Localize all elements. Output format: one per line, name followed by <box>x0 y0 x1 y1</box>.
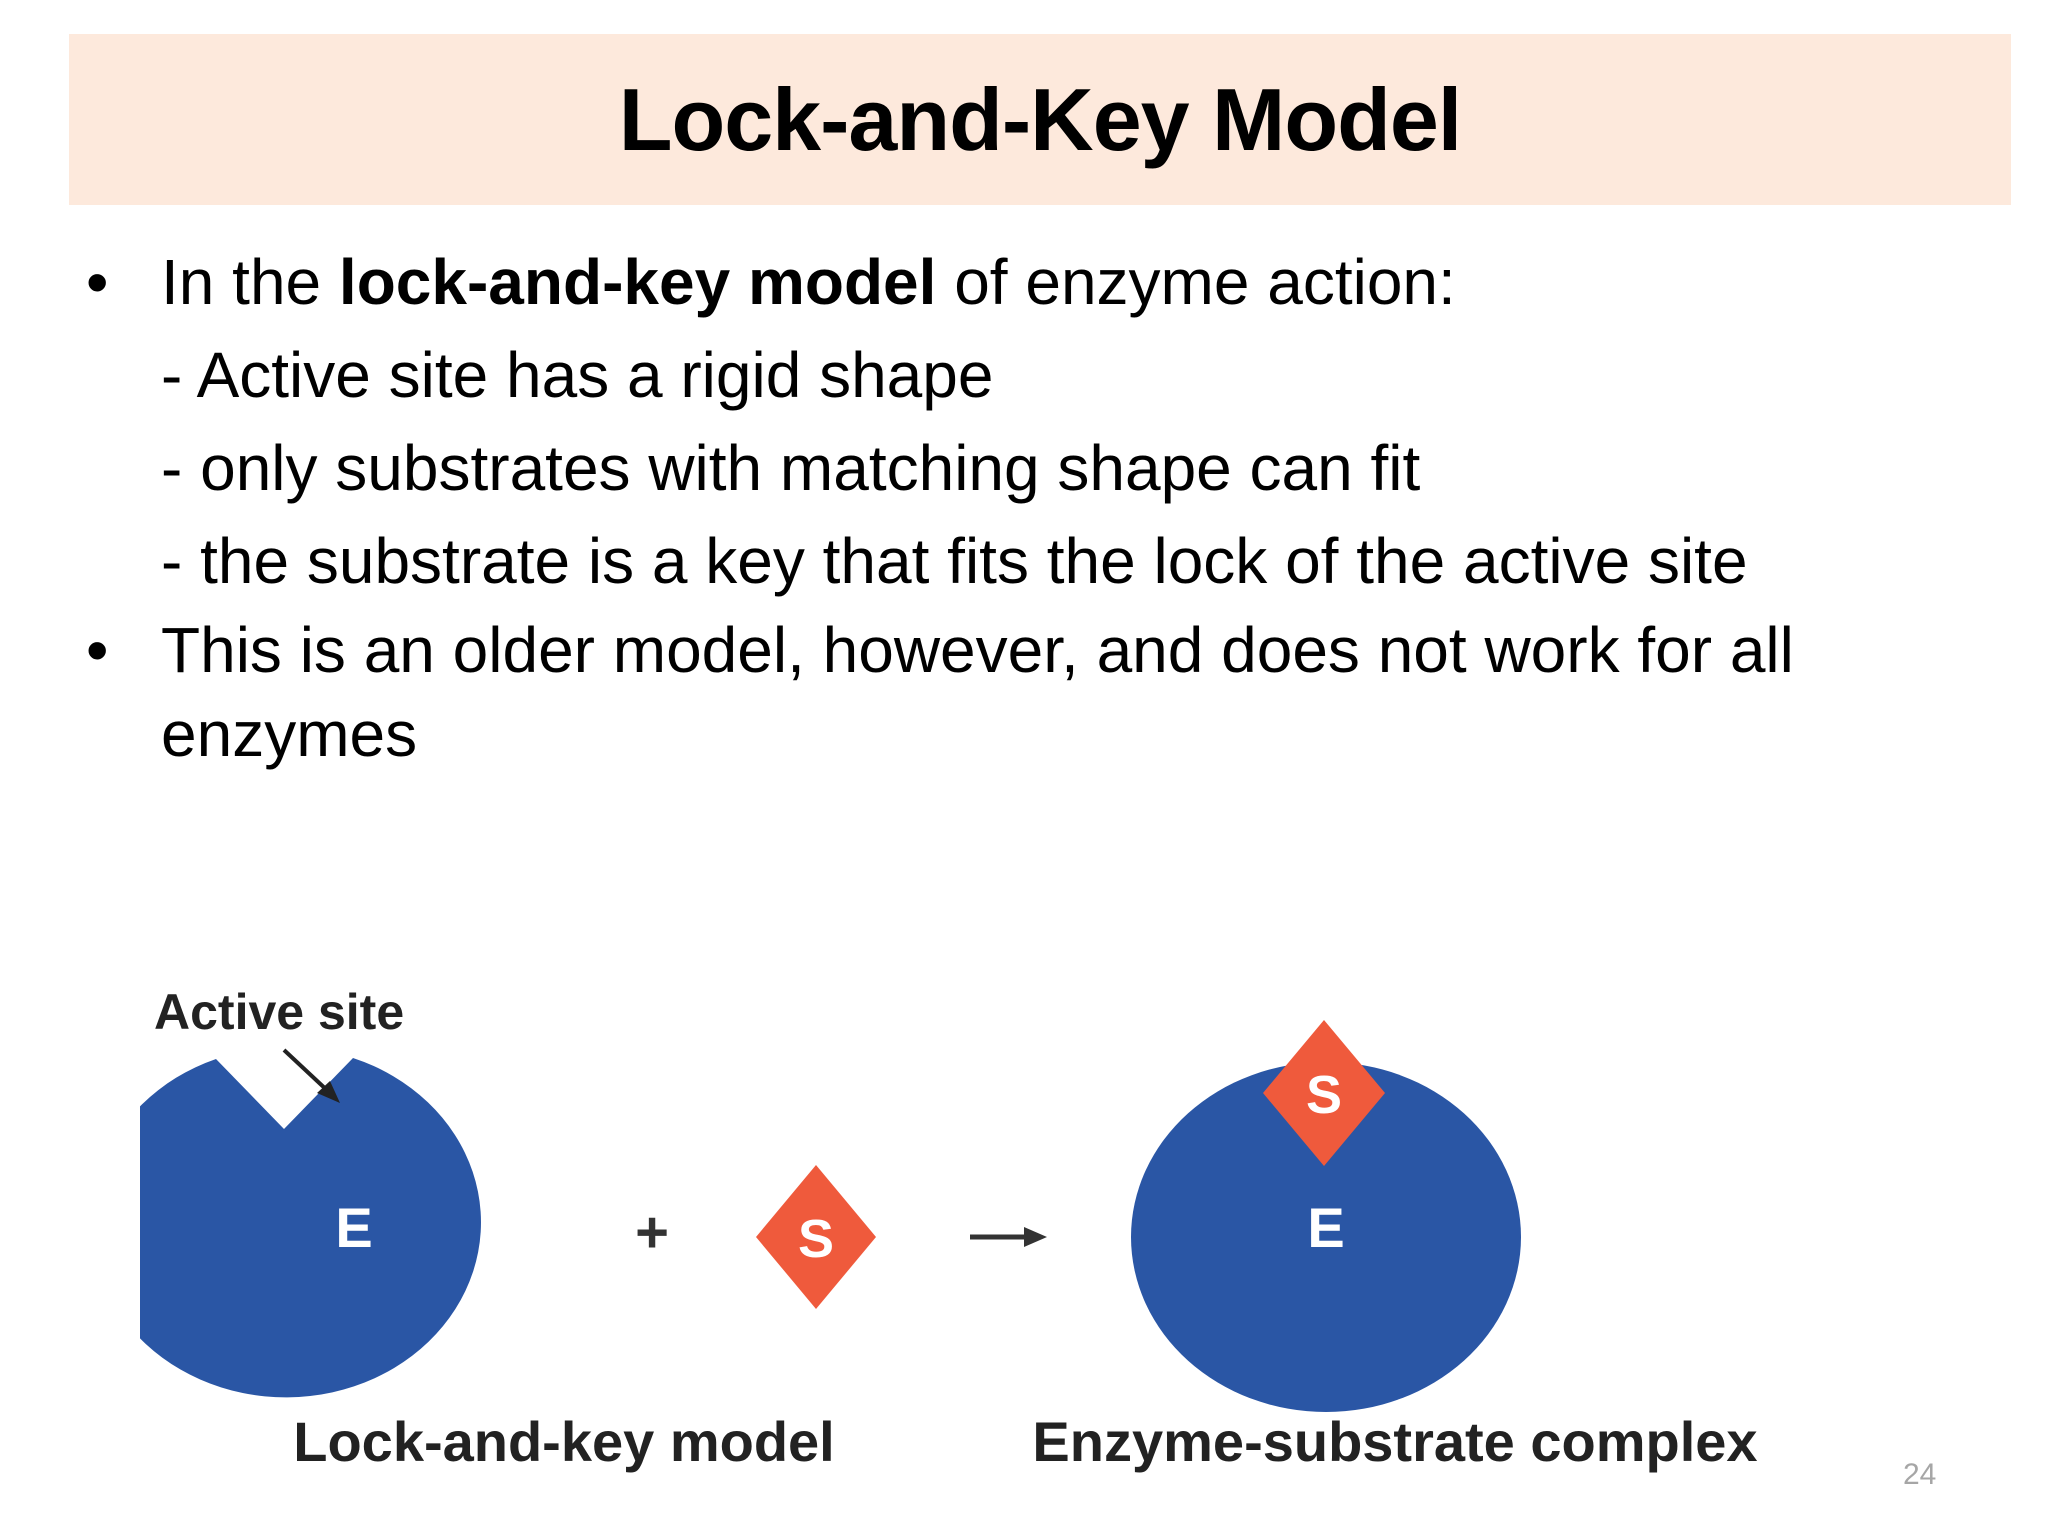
bullet-text-line: This is an older model, however, and doe… <box>161 614 1794 686</box>
active-site-arrowhead <box>317 1081 340 1103</box>
sub-item: - only substrates with matching shape ca… <box>161 432 1421 504</box>
bullet-text-bold: lock-and-key model <box>338 246 937 318</box>
reaction-arrowhead <box>1024 1227 1047 1247</box>
reaction-arrow <box>970 1227 1047 1247</box>
bullet-item: • In the lock-and-key model of enzyme ac… <box>86 236 1966 329</box>
active-site-arrow <box>282 1048 332 1095</box>
bullet-icon: • <box>86 246 109 318</box>
complex-enzyme-label: E <box>1307 1196 1344 1259</box>
slide-body: • In the lock-and-key model of enzyme ac… <box>86 236 1966 776</box>
free-enzyme: E <box>140 1058 481 1398</box>
bullet-icon: • <box>86 614 109 686</box>
active-site-callout: Active site <box>154 984 404 1103</box>
slide-title: Lock-and-Key Model <box>618 69 1463 169</box>
free-substrate: S <box>756 1165 876 1309</box>
plus-sign: + <box>635 1200 669 1265</box>
slide-number: 24 <box>1903 1458 1937 1491</box>
complex-substrate-diamond <box>1263 1020 1385 1166</box>
sub-item: - Active site has a rigid shape <box>161 339 994 411</box>
enzyme-label: E <box>335 1196 372 1259</box>
bullet-item: • This is an older model, however, and d… <box>86 608 1966 776</box>
sub-item: - the substrate is a key that fits the l… <box>161 525 1748 597</box>
complex-enzyme-shape <box>1131 1062 1521 1412</box>
active-site-label: Active site <box>154 984 404 1040</box>
bullet-text-line: enzymes <box>161 698 418 770</box>
bullet-text-suffix: of enzyme action: <box>936 246 1456 318</box>
lock-and-key-diagram: E Active site + S S E Lock-and-key model… <box>140 984 1758 1473</box>
title-banner: Lock-and-Key Model <box>69 34 2011 205</box>
enzyme-substrate-complex: S E <box>1131 1020 1521 1412</box>
bullet-text-prefix: In the <box>161 246 339 318</box>
enzyme-shape-with-active-site <box>140 1058 481 1398</box>
left-caption: Lock-and-key model <box>293 1410 834 1473</box>
complex-substrate-label: S <box>1306 1065 1342 1125</box>
substrate-diamond <box>756 1165 876 1309</box>
substrate-label: S <box>798 1209 834 1269</box>
right-caption: Enzyme-substrate complex <box>1032 1410 1757 1473</box>
